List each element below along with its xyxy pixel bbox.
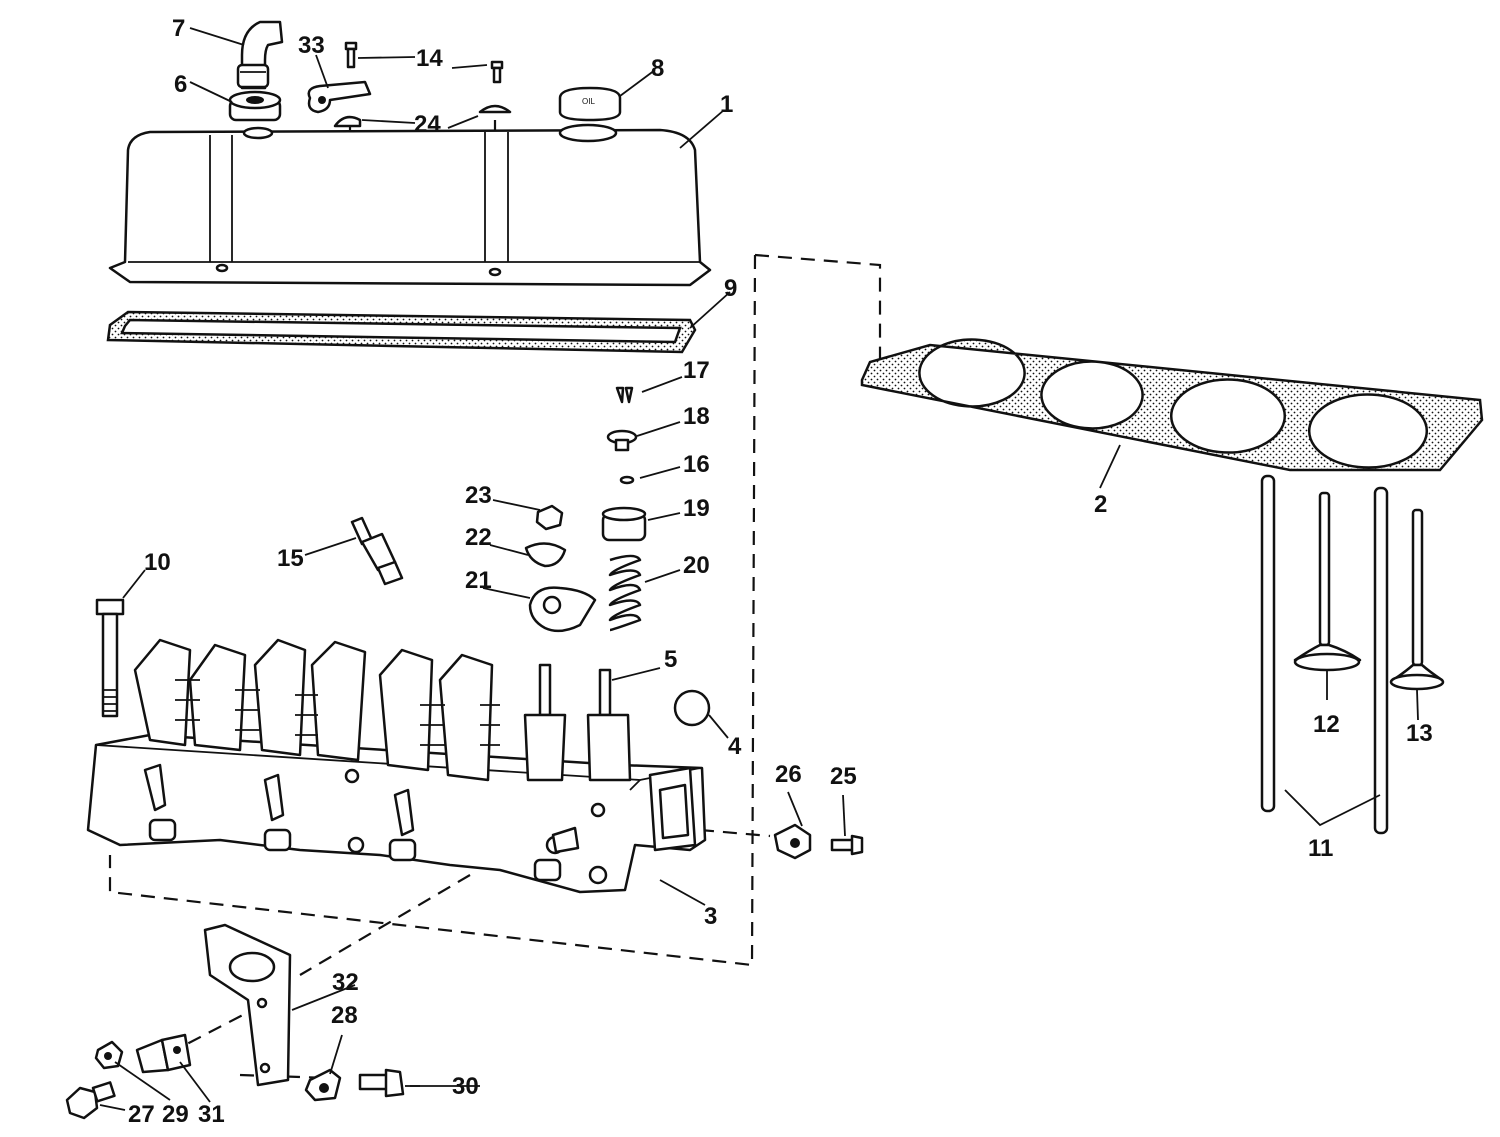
part-elbow-fitting bbox=[236, 20, 284, 90]
callout-21: 21 bbox=[465, 567, 492, 594]
part-studs bbox=[523, 663, 632, 782]
callout-28: 28 bbox=[331, 1002, 358, 1029]
part-rocker-arm bbox=[528, 586, 597, 633]
part-screws bbox=[344, 41, 504, 84]
part-grommet bbox=[228, 90, 282, 122]
callout-24: 24 bbox=[414, 111, 441, 138]
part-intake-valve bbox=[1293, 491, 1362, 672]
callout-5: 5 bbox=[664, 646, 677, 673]
part-valve-keepers bbox=[615, 386, 634, 404]
part-clip bbox=[307, 80, 372, 114]
part-rocker-cover-gasket bbox=[106, 310, 697, 354]
part-spark-plugs-in-head bbox=[143, 763, 580, 854]
part-push-rods bbox=[1260, 474, 1389, 835]
part-bolt-25 bbox=[830, 834, 864, 856]
part-rocker-cover bbox=[108, 123, 712, 287]
part-pivot-ball bbox=[524, 542, 567, 568]
callout-8: 8 bbox=[651, 55, 664, 82]
callout-labels: 7 6 33 14 24 8 1 9 2 17 18 16 23 19 22 2… bbox=[128, 15, 1433, 1128]
callout-3: 3 bbox=[704, 903, 717, 930]
part-spring-cap bbox=[606, 429, 638, 452]
callout-23: 23 bbox=[465, 482, 492, 509]
part-clamp bbox=[773, 823, 812, 860]
callout-11: 11 bbox=[1308, 835, 1333, 862]
callout-10: 10 bbox=[144, 549, 171, 576]
callout-31: 31 bbox=[198, 1101, 225, 1128]
callout-13: 13 bbox=[1406, 720, 1433, 747]
callout-22: 22 bbox=[465, 524, 492, 551]
leader-lines bbox=[99, 27, 1419, 1111]
part-rocker-nut bbox=[535, 504, 564, 531]
part-oil-filler-cap: OIL bbox=[558, 86, 622, 122]
part-valve-seal bbox=[601, 506, 647, 542]
callout-16: 16 bbox=[683, 451, 710, 478]
callout-29: 29 bbox=[162, 1101, 189, 1128]
part-retainers bbox=[333, 104, 512, 128]
callout-33: 33 bbox=[298, 32, 325, 59]
part-o-ring bbox=[619, 475, 635, 485]
part-bolt-30 bbox=[358, 1068, 405, 1098]
callout-14: 14 bbox=[416, 45, 443, 72]
part-spark-plug bbox=[350, 516, 404, 586]
callout-20: 20 bbox=[683, 552, 710, 579]
part-valve-spring bbox=[608, 554, 642, 632]
callout-9: 9 bbox=[724, 275, 737, 302]
callout-26: 26 bbox=[775, 761, 802, 788]
part-rocker-arms bbox=[133, 638, 500, 782]
callout-25: 25 bbox=[830, 763, 857, 790]
part-clip-28 bbox=[304, 1068, 342, 1102]
part-exhaust-valve bbox=[1389, 508, 1445, 691]
part-bolt-27 bbox=[65, 1081, 116, 1120]
callout-2: 2 bbox=[1094, 491, 1107, 518]
callout-32: 32 bbox=[332, 969, 359, 996]
part-head-bolt bbox=[95, 598, 125, 718]
callout-19: 19 bbox=[683, 495, 710, 522]
callout-4: 4 bbox=[728, 733, 742, 760]
part-cap-plug bbox=[673, 689, 711, 727]
callout-30: 30 bbox=[452, 1073, 479, 1100]
callout-12: 12 bbox=[1313, 711, 1340, 738]
callout-7: 7 bbox=[172, 15, 185, 42]
callout-17: 17 bbox=[683, 357, 710, 384]
part-angle-bracket bbox=[135, 1033, 192, 1074]
part-lifting-bracket bbox=[203, 923, 292, 1087]
oil-cap-text: OIL bbox=[582, 97, 595, 106]
callout-18: 18 bbox=[683, 403, 710, 430]
callout-15: 15 bbox=[277, 545, 304, 572]
callout-27: 27 bbox=[128, 1101, 155, 1128]
callout-1: 1 bbox=[720, 91, 733, 118]
callout-6: 6 bbox=[174, 71, 187, 98]
part-head-gasket bbox=[860, 338, 1484, 472]
